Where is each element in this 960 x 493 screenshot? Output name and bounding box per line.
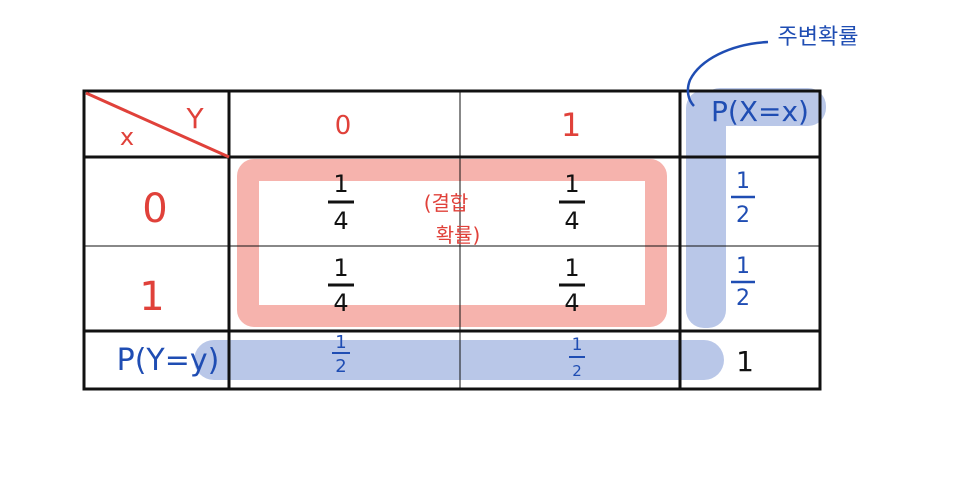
cell-r1-c0-denominator: 4	[333, 289, 348, 317]
table-grid	[82, 89, 822, 391]
col-header-0: 0	[335, 111, 352, 141]
cell-r0-c1-denominator: 4	[564, 207, 579, 235]
cell-r1-c0-numerator: 1	[333, 254, 348, 282]
cell-r1-c1: 1 4	[559, 254, 585, 317]
cell-r0-c0-numerator: 1	[333, 170, 348, 198]
joint-annotation-line1: (결합	[424, 191, 469, 215]
row-label-1: 1	[139, 274, 164, 320]
cell-r0-c1-numerator: 1	[564, 170, 579, 198]
marginal-x-row0-numerator: 1	[736, 169, 750, 194]
marginal-x-row1-numerator: 1	[736, 254, 750, 279]
marginal-annotation-arrow	[686, 40, 769, 107]
corner-x-label: x	[120, 123, 134, 151]
marginal-y-col0-numerator: 1	[335, 332, 346, 353]
col-header-1: 1	[561, 106, 581, 144]
marginal-y-col1-denominator: 2	[572, 362, 582, 380]
marginal-x-row0-denominator: 2	[736, 203, 750, 228]
marginal-y-col1: 1 2	[569, 335, 585, 380]
marginal-total: 1	[736, 345, 754, 378]
marginal-x-header: P(X=x)	[711, 95, 809, 128]
cell-r0-c0: 1 4	[328, 170, 354, 235]
marginal-x-column-highlight	[686, 90, 726, 328]
cell-r1-c1-numerator: 1	[564, 254, 579, 282]
marginal-x-row1-denominator: 2	[736, 286, 750, 311]
cell-r1-c1-denominator: 4	[564, 289, 579, 317]
marginal-y-col0: 1 2	[332, 332, 350, 377]
cell-r0-c0-denominator: 4	[333, 207, 348, 235]
joint-annotation-line2: 확률)	[436, 223, 481, 247]
marginal-x-row1: 1 2	[731, 254, 755, 311]
row-label-0: 0	[142, 186, 167, 232]
joint-probability-highlight	[237, 159, 667, 327]
marginal-y-row-highlight	[194, 340, 724, 380]
corner-y-label: Y	[185, 102, 204, 135]
marginal-annotation: 주변확률	[778, 25, 859, 50]
marginal-x-header-highlight	[702, 88, 826, 126]
marginal-x-row0: 1 2	[731, 169, 755, 228]
marginal-y-label: P(Y=y)	[117, 343, 220, 378]
corner-diagonal	[85, 91, 230, 159]
marginal-y-col0-denominator: 2	[335, 356, 346, 377]
cell-r1-c0: 1 4	[328, 254, 354, 317]
marginal-y-col1-numerator: 1	[572, 335, 583, 355]
cell-r0-c1: 1 4	[559, 170, 585, 235]
